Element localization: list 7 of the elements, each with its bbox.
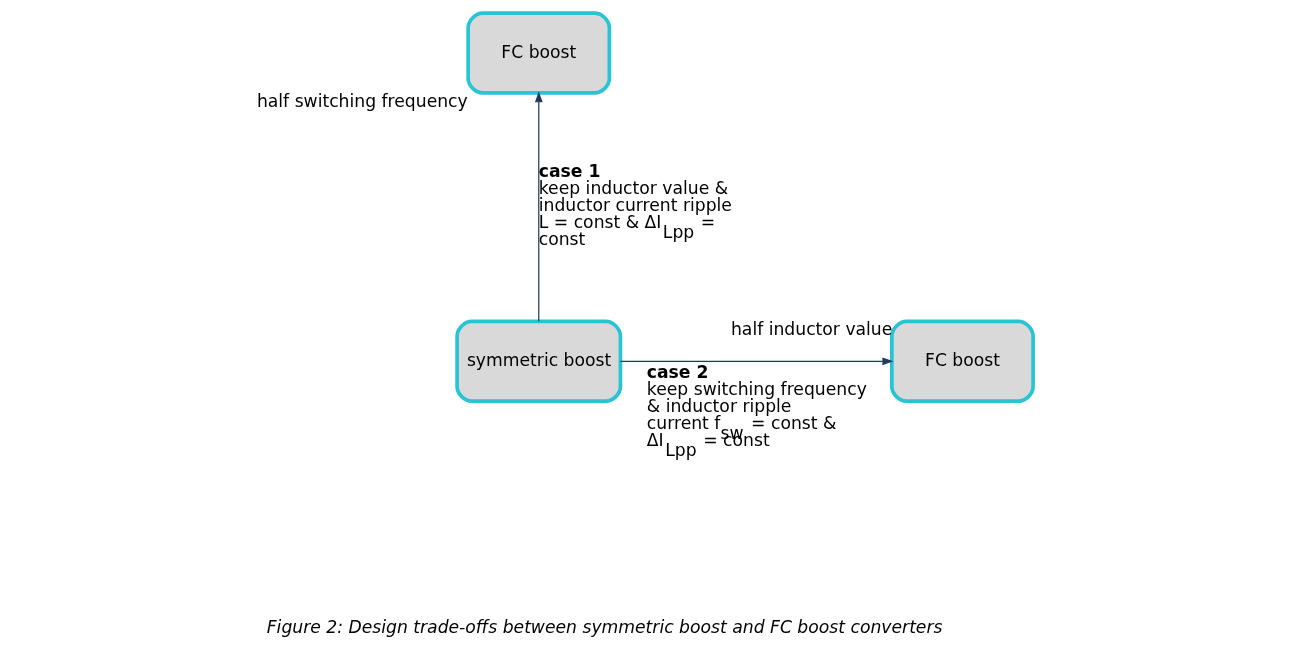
node-label: half inductor value xyxy=(730,319,892,340)
arrow xyxy=(619,357,893,366)
arrow xyxy=(534,91,543,322)
caption: Figure 2: Design trade-offs between symmetric boost and FC boost converters xyxy=(266,617,942,638)
node-box: symmetric boost xyxy=(454,319,622,404)
node-label: half switching frequency xyxy=(256,90,468,111)
node-box: FC boost xyxy=(465,11,611,95)
